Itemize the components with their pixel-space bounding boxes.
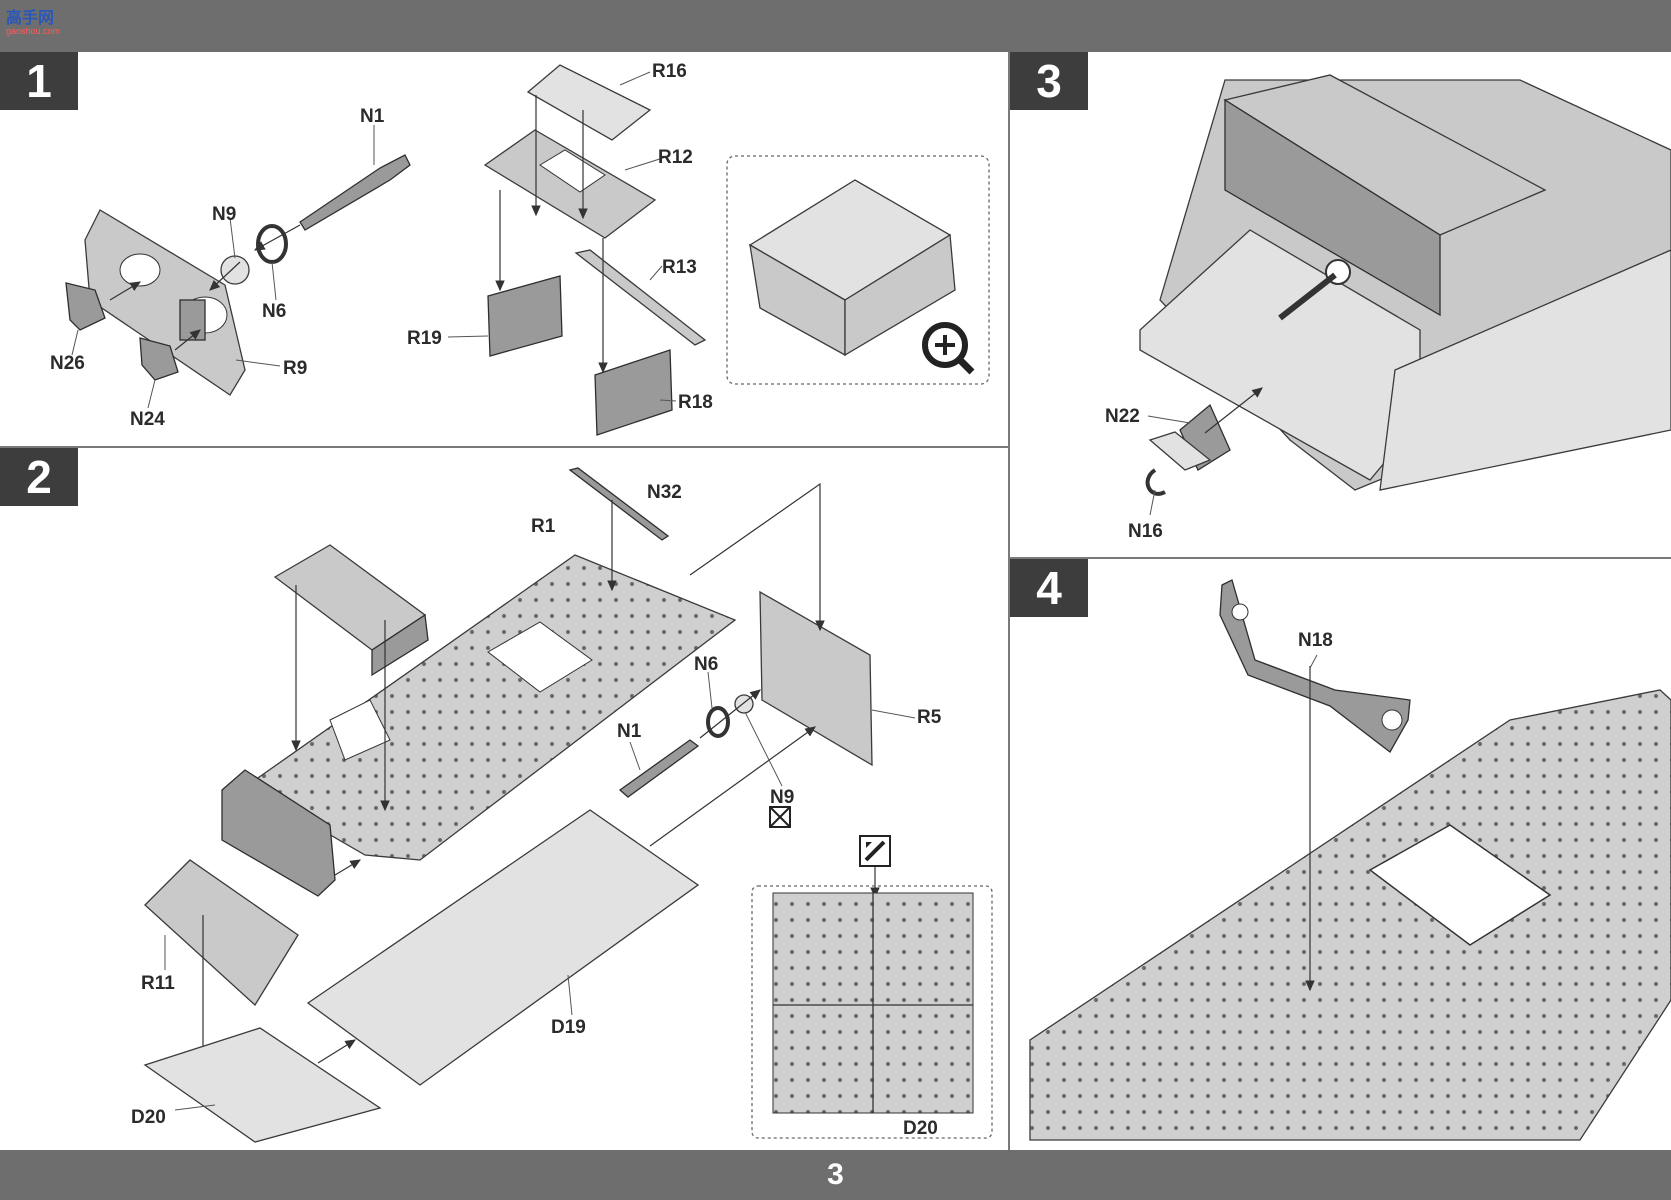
step-number-1: 1 xyxy=(0,52,78,110)
label-r16: R16 xyxy=(652,61,687,82)
step4-hatch-opening xyxy=(1368,824,1552,946)
hull-hatch-opening xyxy=(487,621,593,693)
assembled-turret-inset xyxy=(726,155,990,385)
step-number-2: 2 xyxy=(0,448,78,506)
roof-plate-r16 xyxy=(526,64,652,141)
label-r18: R18 xyxy=(678,392,713,413)
label-n9: N9 xyxy=(212,204,236,225)
step2-front-plate xyxy=(221,769,336,897)
floor-plate-d19 xyxy=(306,809,700,1086)
step-number-4: 4 xyxy=(1010,559,1088,617)
label-n22: N22 xyxy=(1105,406,1140,427)
label-n6: N6 xyxy=(262,301,286,322)
label-n24: N24 xyxy=(130,409,165,430)
label-r9: R9 xyxy=(283,358,307,379)
tow-bracket-base xyxy=(1148,431,1212,471)
label-n32: N32 xyxy=(647,482,682,503)
step-3-diagram xyxy=(1139,74,1671,516)
label-r19: R19 xyxy=(407,328,442,349)
zoom-in-icon xyxy=(922,322,975,375)
bracket-n18-hole-left xyxy=(1231,603,1249,621)
step-number-3: 3 xyxy=(1010,52,1088,110)
frame-opening xyxy=(539,149,606,193)
ring-n6 xyxy=(256,224,288,264)
d20-detail-inset xyxy=(751,885,993,1139)
rear-plate-r5 xyxy=(759,590,873,767)
label-r11: R11 xyxy=(141,973,175,994)
label-d20-inset: D20 xyxy=(903,1118,938,1139)
gun-mount xyxy=(179,299,206,341)
label-r13: R13 xyxy=(662,257,697,278)
step-1-diagram xyxy=(65,64,990,436)
site-logo: 高手网 gaoshou.com xyxy=(6,4,70,40)
step3-turret-front xyxy=(1224,98,1441,317)
logo-text: 高手网 xyxy=(6,8,55,27)
step-4-diagram xyxy=(1029,579,1671,1141)
side-plate-r18 xyxy=(594,349,673,436)
inset-turret-right xyxy=(844,233,956,357)
label-step2-n6: N6 xyxy=(694,654,718,675)
label-d19: D19 xyxy=(551,1017,586,1038)
hull-front-opening xyxy=(329,699,391,761)
vertical-divider xyxy=(1008,52,1010,1150)
label-r12: R12 xyxy=(658,147,693,168)
flap-n26 xyxy=(65,282,106,331)
bracket-n18-hole-right xyxy=(1381,709,1403,731)
strip-r13 xyxy=(574,249,707,346)
divider-step1-step2 xyxy=(0,446,1008,448)
label-n1: N1 xyxy=(360,106,385,127)
label-r5: R5 xyxy=(917,707,942,728)
cut-icon xyxy=(859,835,891,867)
label-n16: N16 xyxy=(1128,521,1163,542)
plate-r11 xyxy=(144,859,299,1007)
ball-mount-n9 xyxy=(220,255,250,285)
label-step2-n9: N9 xyxy=(770,787,794,808)
label-d20: D20 xyxy=(131,1107,166,1128)
label-r1: R1 xyxy=(531,516,556,537)
step2-gun-n1 xyxy=(618,739,700,798)
footer-band xyxy=(0,1150,1671,1200)
flap-n24 xyxy=(139,337,179,381)
part-labels: N1 N9 N6 N26 R9 N24 R16 R12 R13 R19 R18 … xyxy=(50,61,1333,1139)
plate-opening-left xyxy=(119,253,161,287)
tow-hook-n16 xyxy=(1145,468,1166,496)
step3-side-plate xyxy=(1379,249,1671,491)
label-step2-n1: N1 xyxy=(617,721,642,742)
logo-subtext: gaoshou.com xyxy=(6,26,61,36)
header-band xyxy=(0,0,1671,52)
step-2-diagram xyxy=(143,467,993,1143)
side-plate-r19 xyxy=(487,275,563,357)
bracket-n18 xyxy=(1219,579,1411,753)
strip-n32 xyxy=(568,467,670,541)
do-not-glue-icon xyxy=(769,806,791,828)
step2-turret-front xyxy=(371,613,429,677)
belly-plate-d20 xyxy=(143,1027,382,1143)
step2-ring-n6 xyxy=(706,706,730,738)
step4-hull-roof xyxy=(1029,689,1671,1141)
step3-gun-barrel xyxy=(1278,272,1337,321)
label-n18: N18 xyxy=(1298,630,1333,651)
label-n26: N26 xyxy=(50,353,85,374)
divider-step3-step4 xyxy=(1010,557,1671,559)
instruction-illustrations: N1 N9 N6 N26 R9 N24 R16 R12 R13 R19 R18 … xyxy=(50,61,1671,1143)
machine-gun-n1 xyxy=(299,154,411,231)
page-number: 3 xyxy=(827,1158,844,1191)
